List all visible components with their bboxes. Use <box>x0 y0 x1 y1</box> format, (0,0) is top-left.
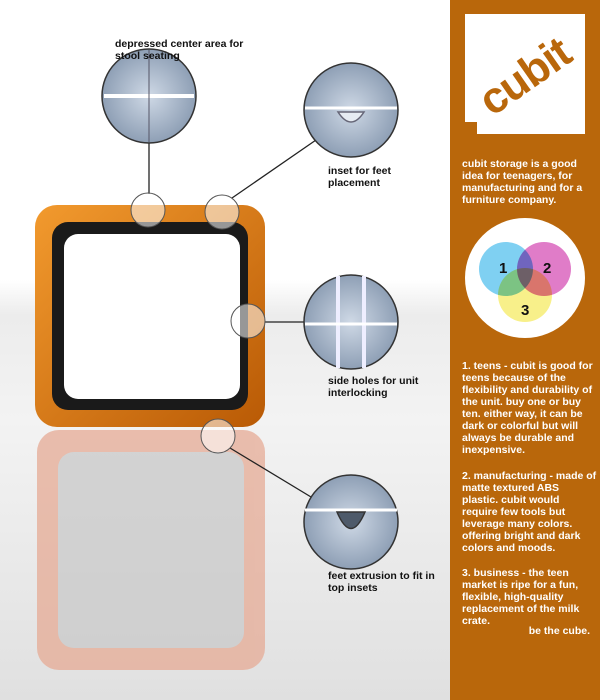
cube <box>35 205 265 427</box>
slogan: be the cube. <box>528 625 590 637</box>
venn-label-3: 3 <box>521 302 530 319</box>
point-business: 3. business - the teen market is ripe fo… <box>462 567 580 627</box>
detail-lens-holes <box>303 274 399 370</box>
callout-feet-label: feet extrusion to fit in top insets <box>328 570 435 594</box>
highlight-top-right <box>204 194 240 230</box>
intro-text: cubit storage is a good idea for teenage… <box>462 158 583 206</box>
cubit-logo: cubit <box>465 14 585 134</box>
callout-inset-label: inset for feet placement <box>328 165 392 189</box>
highlight-side <box>230 303 266 339</box>
point-manufacturing: 2. manufacturing - made of matte texture… <box>462 470 597 554</box>
venn-circle-3 <box>498 268 552 322</box>
product-illustration: depressed center area for stool seating … <box>0 0 450 700</box>
venn-label-2: 2 <box>543 260 552 277</box>
detail-lens-inset <box>303 62 399 158</box>
cube-reflection <box>37 430 265 670</box>
logo-text: cubit <box>469 27 580 126</box>
highlight-bottom <box>200 418 236 454</box>
point-teens: 1. teens - cubit is good for teens becau… <box>462 360 593 456</box>
info-sidebar: cubit cubit storage is a good idea for t… <box>450 0 600 700</box>
venn-diagram: 1 2 3 <box>465 218 585 338</box>
venn-label-1: 1 <box>499 260 508 277</box>
callout-seat-label: depressed center area for stool seating <box>115 38 244 62</box>
callout-holes-label: side holes for unit interlocking <box>328 375 419 399</box>
cube-art <box>35 48 399 670</box>
highlight-top-center <box>130 192 166 228</box>
